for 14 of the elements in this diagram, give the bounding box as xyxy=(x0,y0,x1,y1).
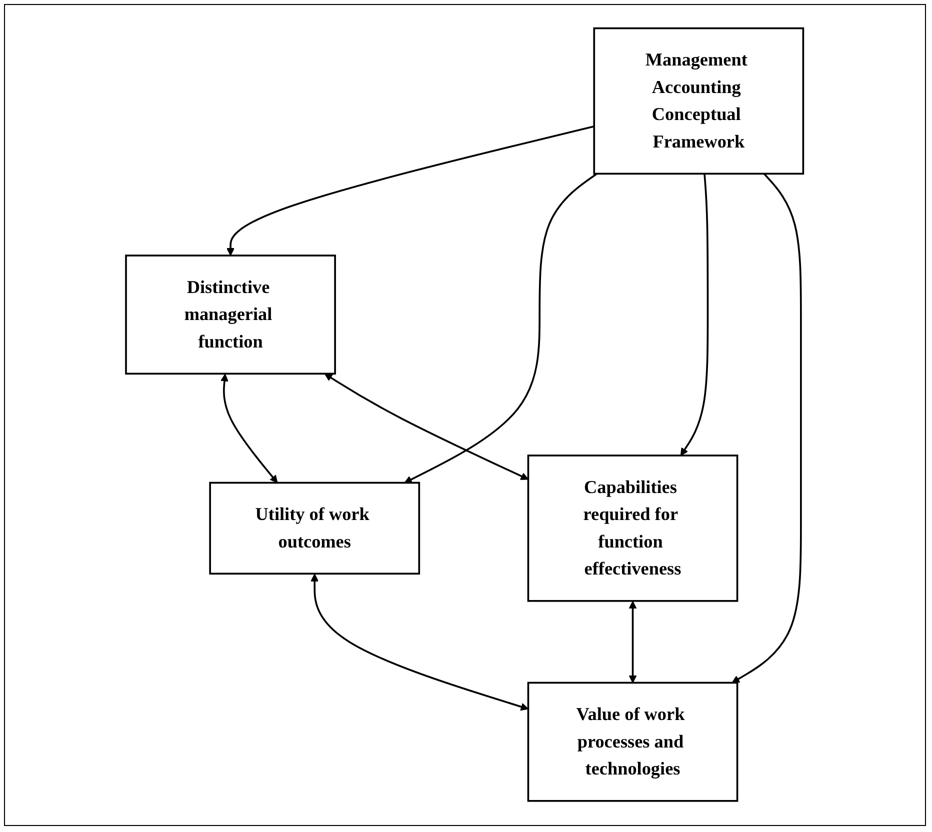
node-box xyxy=(528,682,739,802)
arrow xyxy=(404,173,598,484)
node-box xyxy=(210,482,420,575)
node-box xyxy=(594,28,804,176)
arrow xyxy=(311,574,529,712)
arrow xyxy=(220,374,278,484)
arrow xyxy=(732,174,802,684)
arrow xyxy=(680,174,710,456)
arrow xyxy=(324,374,529,480)
node-box xyxy=(528,455,739,602)
diagram-frame: Distinctive managerial function Utility of work outcomes Management Accounting Conceptual Framework Capabilities required for function effectiveness Value of work processes and technologies xyxy=(4,4,926,826)
node-box xyxy=(126,255,336,375)
arrow xyxy=(629,601,638,684)
arrow xyxy=(226,126,595,256)
